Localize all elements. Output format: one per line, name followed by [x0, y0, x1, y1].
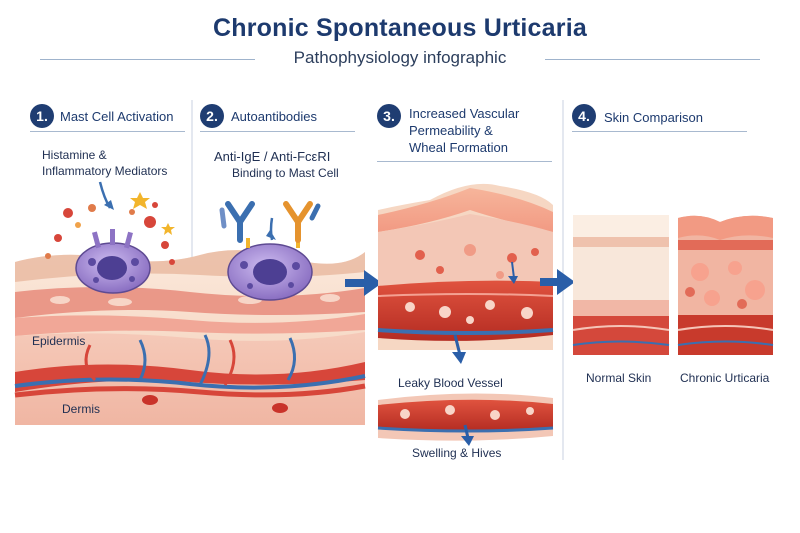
section-2-caption-line-2: Binding to Mast Cell: [232, 166, 339, 180]
section-2-title: Autoantibodies: [231, 109, 318, 124]
section-3-title-line-3: Wheal Formation: [409, 140, 508, 155]
section-2-underline: [200, 131, 355, 132]
urticaria-skin-block: [677, 215, 774, 355]
label-chronic-urticaria: Chronic Urticaria: [680, 371, 770, 385]
leaky-vessel-strip: [377, 393, 554, 441]
section-3-number: 3.: [377, 104, 401, 128]
histamine-granules: [45, 192, 175, 265]
section-3-title-line-1: Increased Vascular: [409, 106, 520, 121]
section-1-underline: [30, 131, 185, 132]
section-4-number: 4.: [572, 104, 596, 128]
section-3-underline: [377, 161, 552, 162]
swelling-arrow: [463, 424, 470, 439]
label-leaky-blood-vessel: Leaky Blood Vessel: [398, 376, 503, 390]
section-4-title: Skin Comparison: [604, 110, 703, 125]
section-1-caption-line-2: Inflammatory Mediators: [42, 164, 168, 178]
mast-cell-2: [227, 238, 313, 301]
leak-arrow: [453, 334, 462, 356]
label-normal-skin: Normal Skin: [586, 371, 652, 385]
normal-skin-block: [572, 215, 670, 355]
label-swelling-hives: Swelling & Hives: [412, 446, 502, 460]
label-epidermis: Epidermis: [32, 334, 86, 348]
section-1-number: 1.: [30, 104, 54, 128]
title-rule-left: [40, 59, 255, 60]
flow-arrow-2: [540, 269, 575, 295]
flow-arrow-1: [345, 270, 382, 296]
section-3-title-line-2: Permeability &: [409, 123, 493, 138]
section-4-underline: [572, 131, 747, 132]
autoantibodies: [219, 201, 321, 243]
section-2-caption-line-1: Anti-IgE / Anti-FcεRI: [214, 149, 331, 164]
section-2-number: 2.: [200, 104, 224, 128]
mast-cell-1: [75, 229, 151, 294]
wheal-cross-section: [377, 183, 554, 350]
page-subtitle: Pathophysiology infographic: [293, 48, 507, 67]
title-rule-right: [545, 59, 760, 60]
section-1-caption-line-1: Histamine &: [42, 148, 107, 162]
label-dermis: Dermis: [62, 402, 100, 416]
section-1-title: Mast Cell Activation: [60, 109, 174, 124]
page-title: Chronic Spontaneous Urticaria: [213, 14, 587, 42]
